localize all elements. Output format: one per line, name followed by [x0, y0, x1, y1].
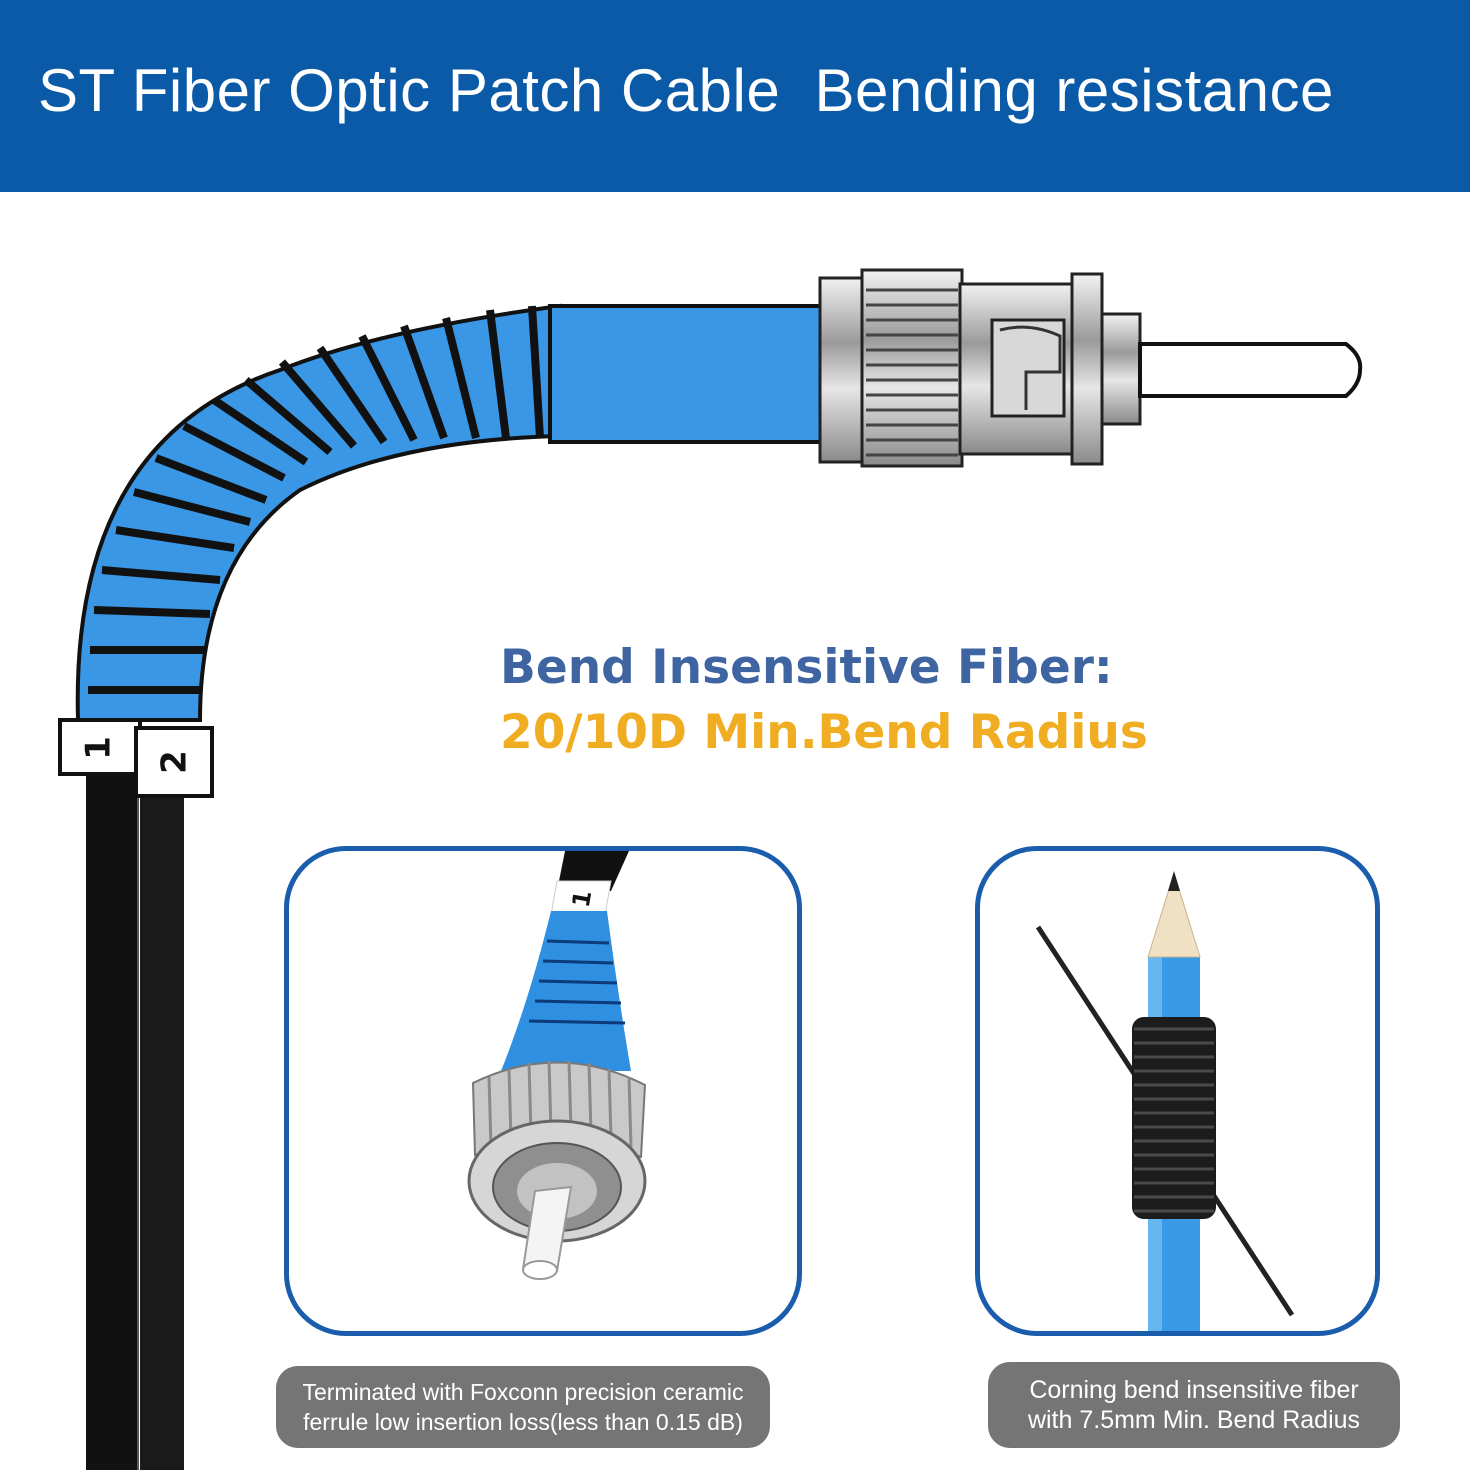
- black-cable-1: [86, 770, 138, 1470]
- pencil-wrap-panel: [975, 846, 1380, 1336]
- ceramic-ferrule: [1138, 342, 1363, 398]
- cable-tag-1-label: 1: [79, 736, 119, 760]
- cable-tag-1: [58, 718, 142, 776]
- right-caption: Corning bend insensitive fiber with 7.5m…: [988, 1362, 1400, 1448]
- closeup-tag-label: 1: [567, 888, 597, 909]
- feature-heading: Bend Insensitive Fiber: 20/10D Min.Bend …: [500, 640, 1200, 760]
- cable-tag-2: [134, 726, 214, 798]
- pencil-wrap-image: [1035, 871, 1295, 1331]
- right-caption-line-2: with 7.5mm Min. Bend Radius: [1027, 1406, 1361, 1434]
- bent-cable-illustration: 1 2: [58, 268, 1363, 1470]
- header-banner: ST Fiber Optic Patch Cable Bending resis…: [0, 0, 1470, 192]
- knurled-nut: [860, 268, 964, 468]
- left-caption-line-2: ferrule low insertion loss(less than 0.1…: [303, 1409, 743, 1435]
- cable-tag-2-label: 2: [155, 750, 195, 774]
- right-caption-line-1: Corning bend insensitive fiber: [1029, 1376, 1359, 1404]
- connector-closeup-image: 1: [467, 851, 647, 1280]
- bent-boot: [75, 303, 562, 722]
- straight-boot: [548, 304, 824, 444]
- connector-closeup-panel: 1: [284, 846, 802, 1336]
- black-cable-2: [140, 770, 184, 1470]
- left-caption: Terminated with Foxconn precision cerami…: [276, 1366, 770, 1448]
- left-caption-line-1: Terminated with Foxconn precision cerami…: [302, 1379, 744, 1405]
- page-title: ST Fiber Optic Patch Cable Bending resis…: [38, 57, 1334, 124]
- feature-line-1: Bend Insensitive Fiber:: [500, 640, 1113, 695]
- feature-line-2: 20/10D Min.Bend Radius: [500, 705, 1148, 760]
